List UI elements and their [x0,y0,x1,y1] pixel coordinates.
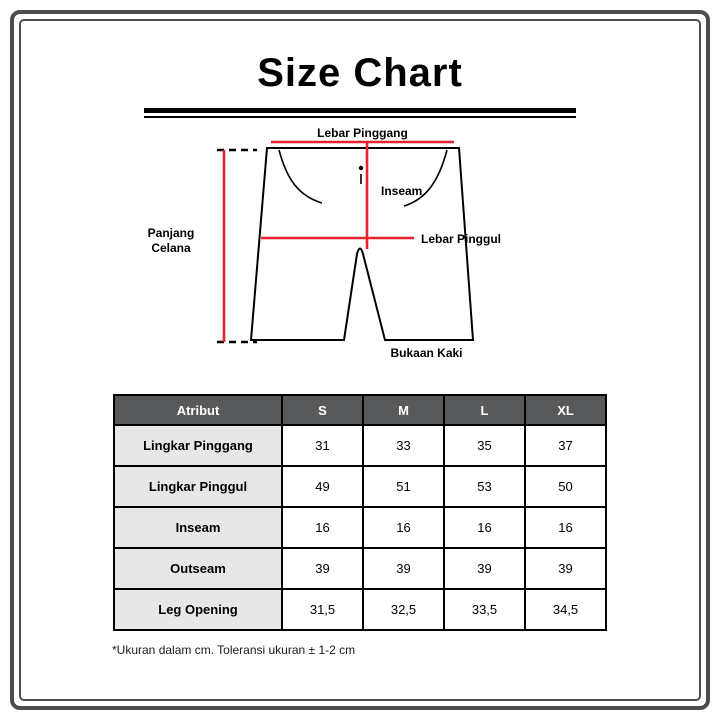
page-frame-inner: Size Chart [19,19,701,701]
title-underline-thick [144,108,576,113]
column-header-m: M [362,394,445,426]
row-label: Leg Opening [113,588,283,631]
cell: 53 [443,465,526,508]
table-header-row: Atribut S M L XL [113,394,607,426]
hip-label: Lebar Pinggul [421,232,502,246]
column-header-l: L [443,394,526,426]
leg-opening-label: Bukaan Kaki [390,346,463,360]
table-row: Lingkar Pinggang 31 33 35 37 [113,424,607,467]
table-row: Outseam 39 39 39 39 [113,547,607,590]
measurement-footnote: *Ukuran dalam cm. Toleransi ukuran ± 1-2… [112,643,356,657]
cell: 16 [362,506,445,549]
row-label: Lingkar Pinggang [113,424,283,467]
cell: 16 [443,506,526,549]
title-underline-thin [144,116,576,118]
cell: 33 [362,424,445,467]
size-chart-table: Atribut S M L XL Lingkar Pinggang 31 33 … [113,394,607,631]
cell: 32,5 [362,588,445,631]
cell: 33,5 [443,588,526,631]
table-row: Lingkar Pinggul 49 51 53 50 [113,465,607,508]
cell: 50 [524,465,607,508]
column-header-atribut: Atribut [113,394,283,426]
column-header-xl: XL [524,394,607,426]
table-row: Inseam 16 16 16 16 [113,506,607,549]
shorts-measurement-diagram: Lebar Pinggang Panjang Celana Inseam Leb… [21,126,699,370]
pocket-right-curve [403,149,448,207]
length-label: Panjang Celana [147,226,195,255]
button-mark [358,165,364,171]
title-underline [144,108,576,118]
row-label: Inseam [113,506,283,549]
page-frame-outer: Size Chart [10,10,710,710]
cell: 39 [524,547,607,590]
cell: 35 [443,424,526,467]
cell: 31 [281,424,364,467]
cell: 39 [443,547,526,590]
cell: 16 [281,506,364,549]
cell: 51 [362,465,445,508]
cell: 39 [362,547,445,590]
inseam-label: Inseam [381,184,423,198]
waist-label: Lebar Pinggang [317,126,408,140]
cell: 37 [524,424,607,467]
cell: 16 [524,506,607,549]
table-row: Leg Opening 31,5 32,5 33,5 34,5 [113,588,607,631]
page-title: Size Chart [257,51,463,95]
column-header-s: S [281,394,364,426]
row-label: Lingkar Pinggul [113,465,283,508]
cell: 49 [281,465,364,508]
shorts-diagram-drawing [217,140,475,344]
cell: 31,5 [281,588,364,631]
row-label: Outseam [113,547,283,590]
cell: 34,5 [524,588,607,631]
pocket-left-curve [278,149,323,204]
cell: 39 [281,547,364,590]
